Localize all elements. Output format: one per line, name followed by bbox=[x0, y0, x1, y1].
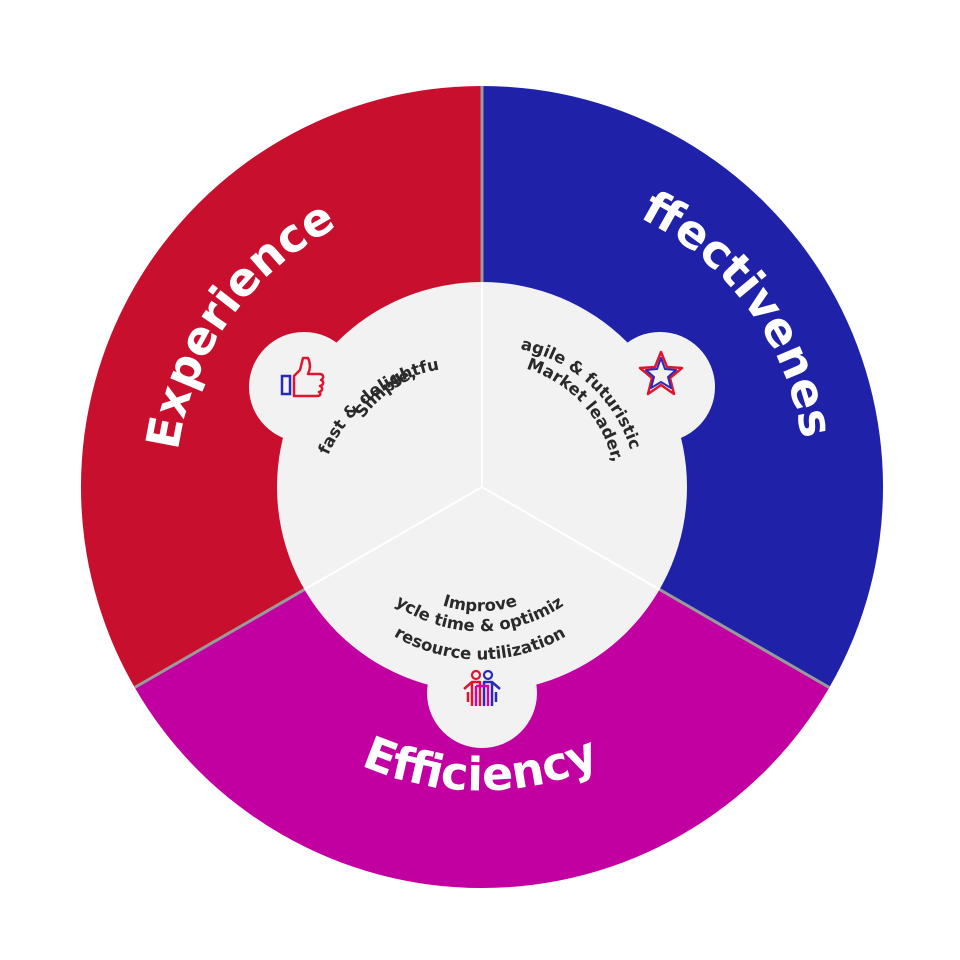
hub-dividers bbox=[303, 282, 661, 591]
star-icon bbox=[638, 350, 684, 396]
thumbs-up-icon bbox=[280, 356, 325, 398]
people-icon bbox=[463, 669, 501, 706]
center-hub bbox=[249, 282, 715, 748]
